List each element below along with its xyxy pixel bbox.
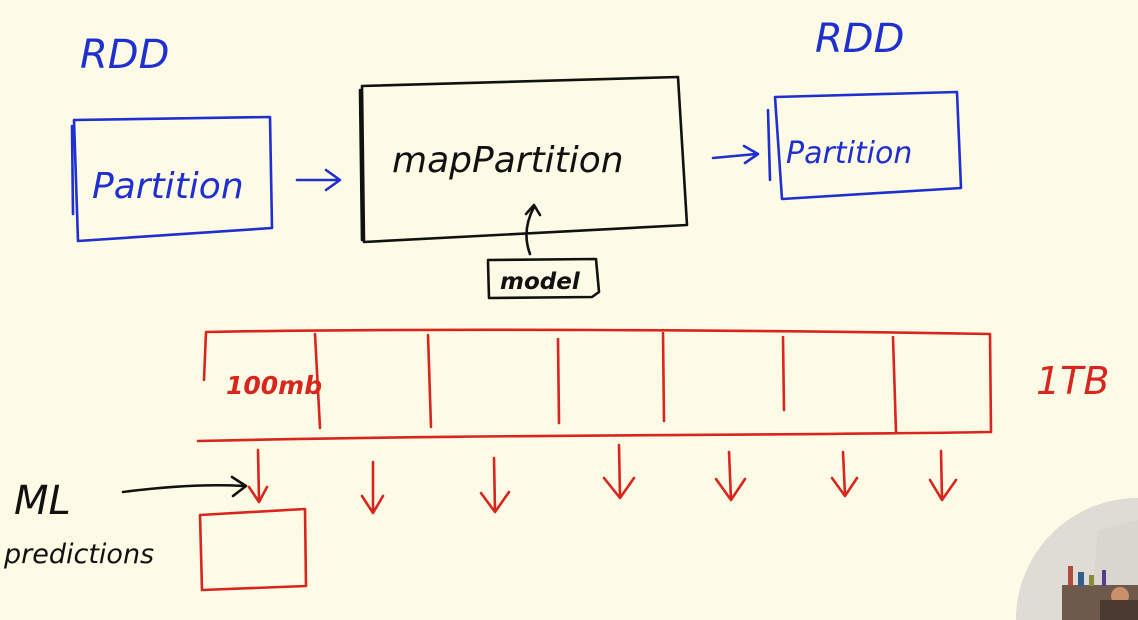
arrow-to-map-partition bbox=[295, 168, 342, 192]
down-arrow bbox=[830, 450, 859, 498]
partition-divider bbox=[313, 332, 322, 430]
webcam-overlay bbox=[1016, 498, 1138, 620]
partition-left-box bbox=[70, 115, 274, 243]
partition-down-arrows bbox=[247, 443, 958, 515]
down-arrow bbox=[602, 443, 636, 500]
partition-divider bbox=[781, 335, 786, 412]
ml-label: ML bbox=[14, 478, 71, 524]
model-box bbox=[486, 257, 601, 300]
down-arrow bbox=[714, 450, 747, 502]
partition-divider bbox=[426, 333, 433, 429]
down-arrow bbox=[247, 448, 269, 504]
partition-right-box bbox=[766, 90, 963, 201]
down-arrow bbox=[360, 460, 385, 515]
predictions-label: predictions bbox=[3, 539, 154, 570]
model-label: model bbox=[500, 269, 581, 295]
arrow-ml-to-partition bbox=[121, 475, 248, 498]
partition-right-label: Partition bbox=[786, 136, 912, 171]
partition-left-label: Partition bbox=[92, 166, 244, 207]
partition-divider bbox=[661, 331, 666, 423]
arrow-to-partition-right bbox=[711, 144, 760, 165]
total-size-label: 1TB bbox=[1036, 359, 1109, 403]
down-arrow bbox=[928, 449, 958, 502]
partition-divider bbox=[556, 337, 561, 425]
ml-predictions-box bbox=[198, 507, 308, 592]
rdd-left-label: RDD bbox=[80, 32, 169, 78]
map-partition-box bbox=[358, 75, 689, 244]
arrow-model-to-map bbox=[524, 203, 542, 256]
map-partition-label: mapPartition bbox=[392, 140, 624, 181]
partition-divider bbox=[891, 335, 898, 434]
down-arrow bbox=[479, 456, 511, 514]
rdd-right-label: RDD bbox=[815, 16, 904, 62]
dataset-strip bbox=[196, 328, 993, 443]
first-cell-label: 100mb bbox=[226, 371, 322, 400]
partition-dividers bbox=[313, 331, 898, 434]
